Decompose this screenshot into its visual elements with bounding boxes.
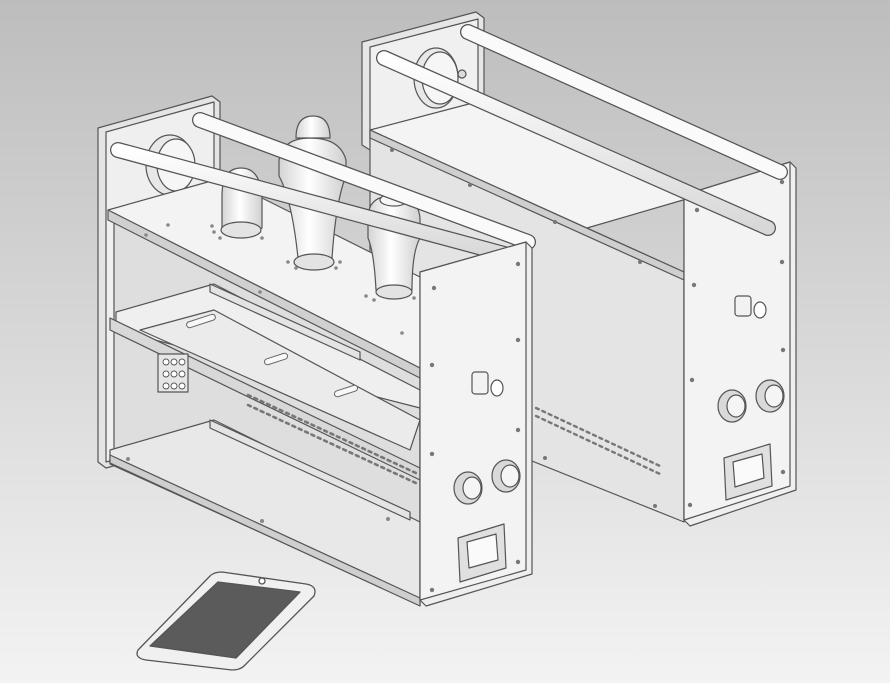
terminal-block <box>157 353 189 393</box>
open-chassis-binding-post-left <box>453 471 483 505</box>
closed-chassis-vent-slots <box>534 406 662 476</box>
open-chassis-rails <box>209 283 411 521</box>
smartphone <box>136 571 316 671</box>
tube-rectifier <box>367 193 421 300</box>
phone-screen <box>149 581 301 659</box>
closed-chassis-rca-jack <box>734 295 767 319</box>
open-chassis <box>97 95 531 607</box>
closed-chassis-binding-post-right <box>755 379 785 413</box>
open-chassis-binding-post-right <box>491 459 521 493</box>
open-chassis-rods <box>110 112 536 263</box>
closed-chassis-power-inlet <box>723 443 773 501</box>
open-chassis-power-inlet <box>457 523 507 583</box>
open-chassis-rca-jack <box>471 371 504 397</box>
closed-chassis-rods <box>376 24 788 236</box>
closed-chassis-binding-post-left <box>717 389 747 423</box>
open-chassis-front-panel <box>419 241 533 607</box>
open-chassis-vent-slots <box>246 393 420 486</box>
